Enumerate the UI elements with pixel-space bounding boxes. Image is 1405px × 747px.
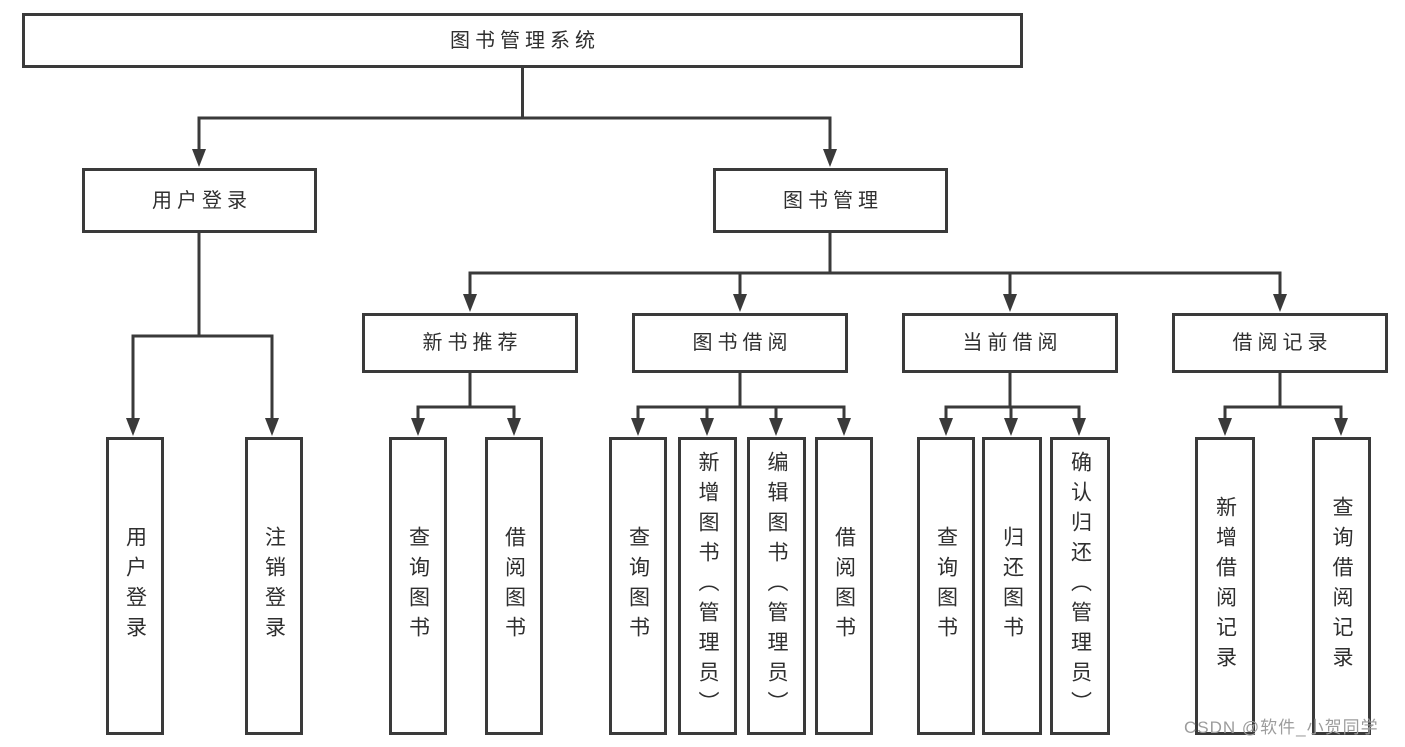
- node-label: 查询图书: [406, 526, 430, 646]
- node-borrowing-records: 借阅记录: [1172, 313, 1388, 373]
- node-label: 借阅图书: [832, 526, 856, 646]
- leaf-confirm-return-admin: 确认归还（管理员）: [1050, 437, 1110, 735]
- node-label: 新增借阅记录: [1213, 496, 1237, 676]
- node-label: 用户登录: [152, 189, 252, 212]
- node-label: 图书管理系统: [450, 29, 600, 52]
- node-label: 借阅图书: [502, 526, 526, 646]
- leaf-add-borrow-record: 新增借阅记录: [1195, 437, 1255, 735]
- node-label: 图书管理: [783, 189, 883, 212]
- node-book-borrowing: 图书借阅: [632, 313, 848, 373]
- leaf-query-books-borrow: 查询图书: [609, 437, 667, 735]
- node-label: 用户登录: [123, 526, 147, 646]
- leaf-add-books-admin: 新增图书（管理员）: [678, 437, 737, 735]
- node-label: 查询借阅记录: [1330, 496, 1353, 676]
- node-label: 借阅记录: [1232, 332, 1333, 354]
- csdn-watermark: CSDN @软件_小贺同学: [1184, 718, 1379, 737]
- node-label: 新增图书（管理员）: [696, 451, 719, 721]
- node-label: 归还图书: [1000, 526, 1024, 646]
- node-library-management-system: 图书管理系统: [22, 13, 1023, 68]
- node-label: 编辑图书（管理员）: [765, 451, 788, 721]
- leaf-query-books-recommend: 查询图书: [389, 437, 447, 735]
- node-book-management: 图书管理: [713, 168, 948, 233]
- leaf-borrow-books-recommend: 借阅图书: [485, 437, 543, 735]
- node-label: 当前借阅: [962, 332, 1063, 354]
- arrowheads: [126, 149, 1348, 436]
- node-label: 查询图书: [626, 526, 650, 646]
- leaf-borrow-books: 借阅图书: [815, 437, 873, 735]
- node-label: 新书推荐: [422, 332, 523, 354]
- leaf-return-books: 归还图书: [982, 437, 1042, 735]
- node-label: 确认归还（管理员）: [1068, 451, 1092, 721]
- node-new-book-recommendation: 新书推荐: [362, 313, 578, 373]
- leaf-logout: 注销登录: [245, 437, 303, 735]
- node-user-login: 用户登录: [82, 168, 317, 233]
- node-label: 图书借阅: [692, 332, 793, 354]
- leaf-edit-books-admin: 编辑图书（管理员）: [747, 437, 806, 735]
- node-current-borrowing: 当前借阅: [902, 313, 1118, 373]
- node-label: 查询图书: [934, 526, 958, 646]
- leaf-query-borrow-record: 查询借阅记录: [1312, 437, 1371, 735]
- leaf-query-books-current: 查询图书: [917, 437, 975, 735]
- node-label: 注销登录: [262, 526, 286, 646]
- leaf-user-login: 用户登录: [106, 437, 164, 735]
